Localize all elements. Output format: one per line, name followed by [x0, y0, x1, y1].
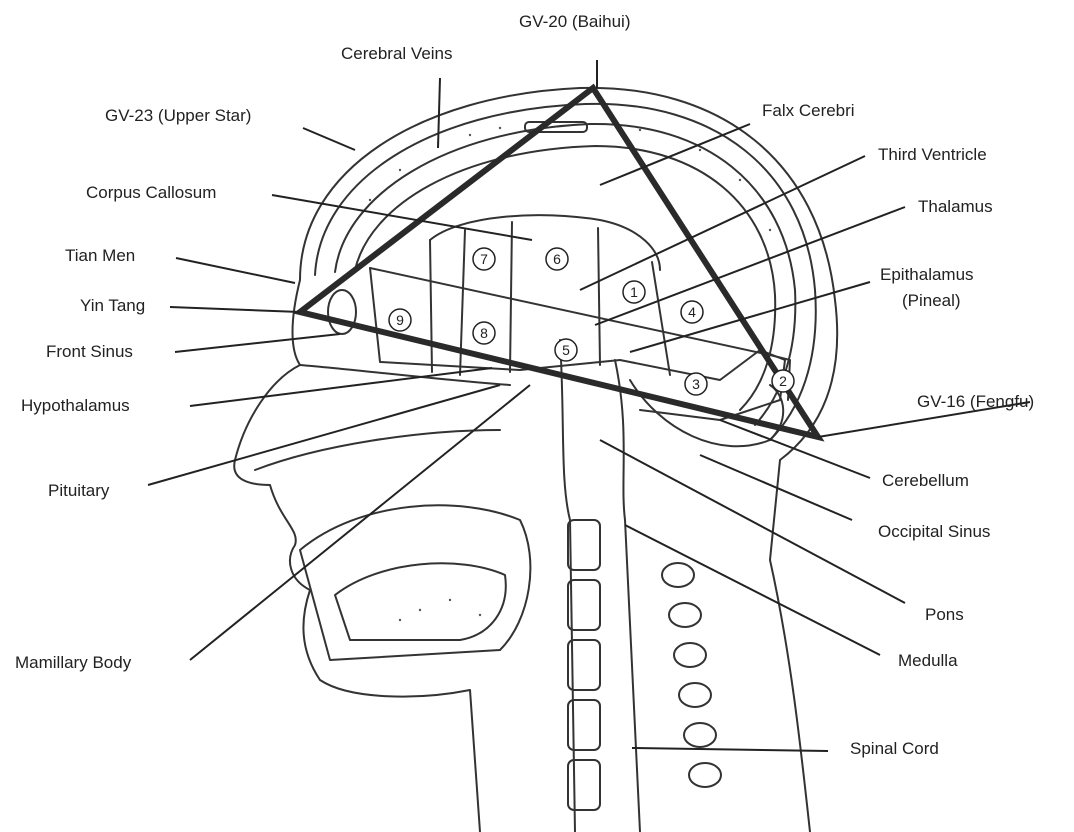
- region-4-number: 4: [682, 302, 702, 322]
- label-pineal: (Pineal): [902, 291, 961, 311]
- label-gv16: GV-16 (Fengfu): [917, 392, 1034, 412]
- region-7-number: 7: [474, 249, 494, 269]
- oral-cavity: [300, 505, 530, 660]
- label-corpus-callosum: Corpus Callosum: [86, 183, 216, 203]
- label-cerebral-veins: Cerebral Veins: [341, 44, 453, 64]
- label-gv23: GV-23 (Upper Star): [105, 106, 251, 126]
- label-falx-cerebri: Falx Cerebri: [762, 101, 855, 121]
- region-2-number: 2: [773, 371, 793, 391]
- label-third-ventricle: Third Ventricle: [878, 145, 987, 165]
- region-divider: [598, 228, 600, 365]
- label-tian-men: Tian Men: [65, 246, 135, 266]
- label-gv20: GV-20 (Baihui): [519, 12, 631, 32]
- region-divider: [510, 222, 512, 372]
- tongue: [335, 563, 506, 640]
- label-mamillary-body: Mamillary Body: [15, 653, 131, 673]
- label-hypothalamus: Hypothalamus: [21, 396, 130, 416]
- region-8-number: 8: [474, 323, 494, 343]
- region-1-number: 1: [624, 282, 644, 302]
- head-outline: [234, 88, 837, 832]
- label-yin-tang: Yin Tang: [80, 296, 145, 316]
- label-medulla: Medulla: [898, 651, 958, 671]
- label-pituitary: Pituitary: [48, 481, 109, 501]
- label-epithalamus: Epithalamus: [880, 265, 974, 285]
- label-spinal-cord: Spinal Cord: [850, 739, 939, 759]
- label-thalamus: Thalamus: [918, 197, 993, 217]
- posterior-vertebrae: [662, 563, 721, 787]
- region-divider: [430, 240, 432, 372]
- region-5-number: 5: [556, 340, 576, 360]
- label-occipital-sinus: Occipital Sinus: [878, 522, 990, 542]
- region-divider: [652, 262, 670, 375]
- region-3-number: 3: [686, 374, 706, 394]
- label-cerebellum: Cerebellum: [882, 471, 969, 491]
- label-pons: Pons: [925, 605, 964, 625]
- region-9-number: 9: [390, 310, 410, 330]
- region-6-number: 6: [547, 249, 567, 269]
- label-front-sinus: Front Sinus: [46, 342, 133, 362]
